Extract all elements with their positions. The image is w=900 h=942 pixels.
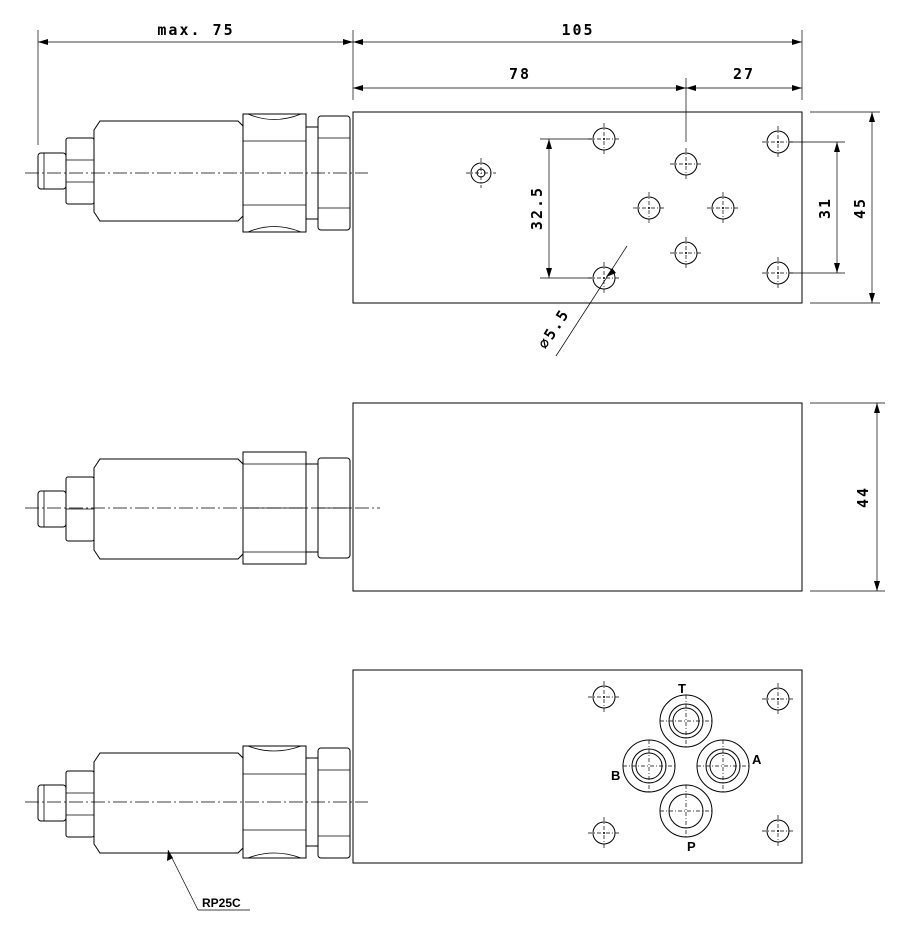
dim-hole-offset-right-label: 27 (733, 65, 755, 83)
part-reference: RP25C (167, 849, 250, 911)
port-b-label: B (611, 768, 620, 783)
adjuster-assembly-bottom (37, 745, 351, 859)
dim-hole-diameter-label: ⌀5.5 (534, 305, 573, 352)
port-b: B (611, 739, 676, 793)
port-p-label: P (687, 839, 696, 854)
mounting-hole-b2 (761, 682, 795, 716)
mounting-hole-b1 (587, 680, 621, 714)
part-reference-label: RP25C (202, 896, 241, 910)
dim-hole-offset-left-label: 78 (509, 65, 531, 83)
top-view: max. 75 105 78 27 (25, 21, 880, 357)
dim-body-height-top: 45 (810, 111, 880, 304)
dim-inner-height: 31 (790, 141, 845, 274)
adjuster-assembly-side (37, 451, 351, 565)
dim-hole-spacing: 32.5 (528, 138, 592, 279)
dim-hole-diameter: ⌀5.5 (534, 245, 628, 357)
valve-body-side (352, 402, 803, 592)
port-hole-p (669, 236, 703, 270)
dim-body-height-top-label: 45 (851, 197, 869, 219)
port-hole-b (632, 191, 666, 225)
valve-body-bottom (352, 669, 803, 864)
mounting-hole-2 (761, 125, 795, 159)
dim-hole-spacing-label: 32.5 (528, 186, 546, 230)
mounting-hole-1 (587, 122, 621, 156)
dim-inner-height-label: 31 (816, 197, 834, 219)
port-t-label: T (678, 681, 686, 696)
port-t: T (659, 681, 713, 748)
port-a-label: A (752, 752, 762, 767)
mounting-hole-b3 (587, 816, 621, 850)
dim-body-height-side-label: 44 (854, 486, 872, 508)
dim-max-length-label: max. 75 (157, 21, 234, 39)
dim-hole-offsets: 78 27 (353, 65, 802, 142)
dim-body-height-side: 44 (810, 402, 885, 592)
dim-body-length: 105 (353, 21, 803, 100)
pilot-hole (466, 158, 496, 188)
dim-body-length-label: 105 (561, 21, 594, 39)
port-p: P (659, 784, 713, 854)
side-view: 44 (25, 402, 885, 592)
mounting-hole-3 (587, 261, 621, 295)
valve-body-top (352, 111, 803, 304)
mounting-hole-4 (761, 256, 795, 290)
port-hole-a (706, 191, 740, 225)
port-hole-t (669, 147, 703, 181)
mounting-hole-b4 (761, 814, 795, 848)
adjuster-assembly-top (37, 113, 351, 233)
bottom-view: T B A P RP2 (25, 669, 803, 911)
port-a: A (696, 739, 762, 793)
